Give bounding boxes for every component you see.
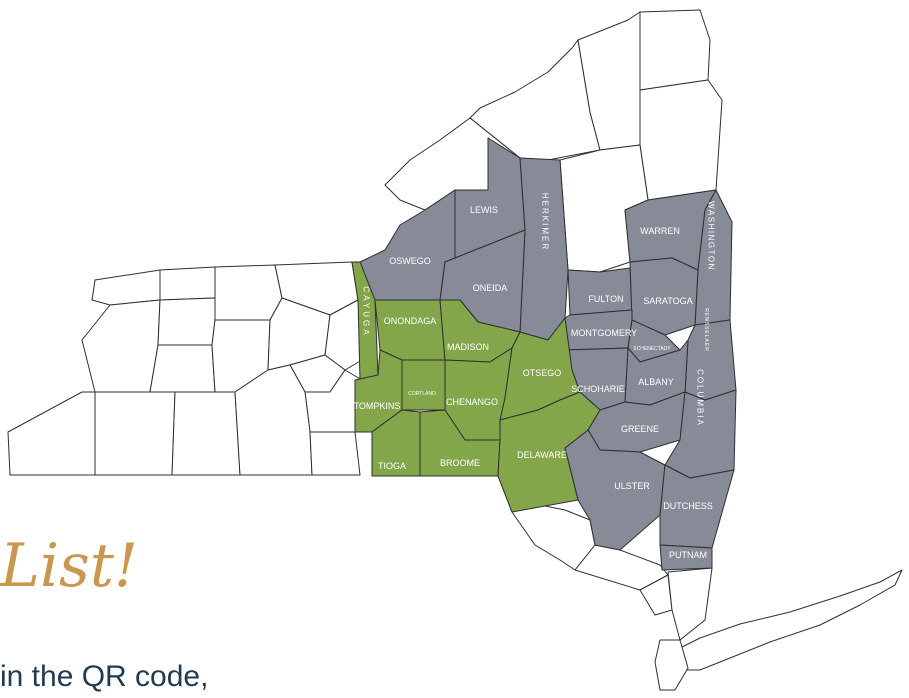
label-saratoga: SARATOGA: [643, 296, 692, 306]
county-erie: [81, 299, 161, 393]
county-onondaga: [374, 299, 446, 361]
label-oswego: OSWEGO: [389, 256, 431, 266]
label-warren: WARREN: [640, 226, 680, 236]
label-montgomery: MONTGOMERY: [571, 328, 637, 338]
label-herkimer: HERKIMER: [541, 193, 550, 251]
label-greene: GREENE: [621, 424, 659, 434]
county-westchester: [667, 567, 713, 641]
green-region: [351, 261, 601, 513]
county-orleans: [159, 266, 216, 301]
county-tompkins: [354, 349, 403, 433]
county-delaware: [497, 391, 601, 513]
county-allegany: [171, 391, 241, 476]
county-fulton: [567, 267, 633, 316]
label-columbia: COLUMBIA: [696, 369, 705, 427]
county-essex: [639, 79, 723, 201]
county-rensselaer: [684, 319, 737, 401]
gray-region: [359, 137, 737, 571]
county-chautauqua: [7, 391, 96, 476]
other-counties: [7, 9, 903, 691]
county-putnam: [659, 544, 713, 571]
label-lewis: LEWIS: [470, 205, 498, 215]
label-delaware: DELAWARE: [517, 450, 567, 460]
county-genesee: [157, 297, 216, 346]
label-cortland: CORTLAND: [408, 391, 436, 397]
county-monroe: [214, 264, 283, 321]
county-oswego: [359, 189, 456, 301]
label-putnam: PUTNAM: [669, 550, 707, 560]
county-long-island: [671, 569, 903, 671]
label-onondaga: ONONDAGA: [384, 316, 437, 326]
label-broome: BROOME: [440, 458, 480, 468]
county-cattaraugus: [94, 391, 176, 476]
script-heading: List!: [0, 531, 139, 601]
label-cayuga: CAYUGA: [362, 286, 371, 337]
county-steuben: [234, 364, 313, 476]
label-dutchess: DUTCHESS: [663, 501, 713, 511]
label-albany: ALBANY: [638, 377, 674, 387]
label-chenango: CHENANGO: [446, 397, 498, 407]
label-tioga: TIOGA: [378, 461, 406, 471]
label-tompkins: TOMPKINS: [354, 401, 401, 411]
county-cortland: [401, 359, 446, 411]
label-otsego: OTSEGO: [523, 368, 562, 378]
county-new-york-city: [654, 639, 689, 691]
qr-instruction-text: in the QR code,: [0, 660, 209, 693]
county-clinton: [639, 9, 711, 91]
label-madison: MADISON: [447, 342, 489, 352]
county-seneca: [324, 299, 363, 371]
label-schenectady: SCHENECTADY: [633, 346, 671, 352]
label-schoharie: SCHOHARIE: [571, 384, 625, 394]
label-fulton: FULTON: [588, 294, 623, 304]
label-rensselaer: RENSSELAER: [703, 308, 709, 352]
label-ulster: ULSTER: [614, 481, 650, 491]
county-chemung: [309, 431, 361, 476]
label-washington: WASHINGTON: [707, 201, 716, 271]
county-labels: OSWEGO LEWIS ONEIDA HERKIMER FULTON MONT…: [354, 193, 716, 560]
county-wyoming: [149, 344, 216, 393]
label-oneida: ONEIDA: [473, 283, 508, 293]
county-niagara: [91, 269, 161, 306]
